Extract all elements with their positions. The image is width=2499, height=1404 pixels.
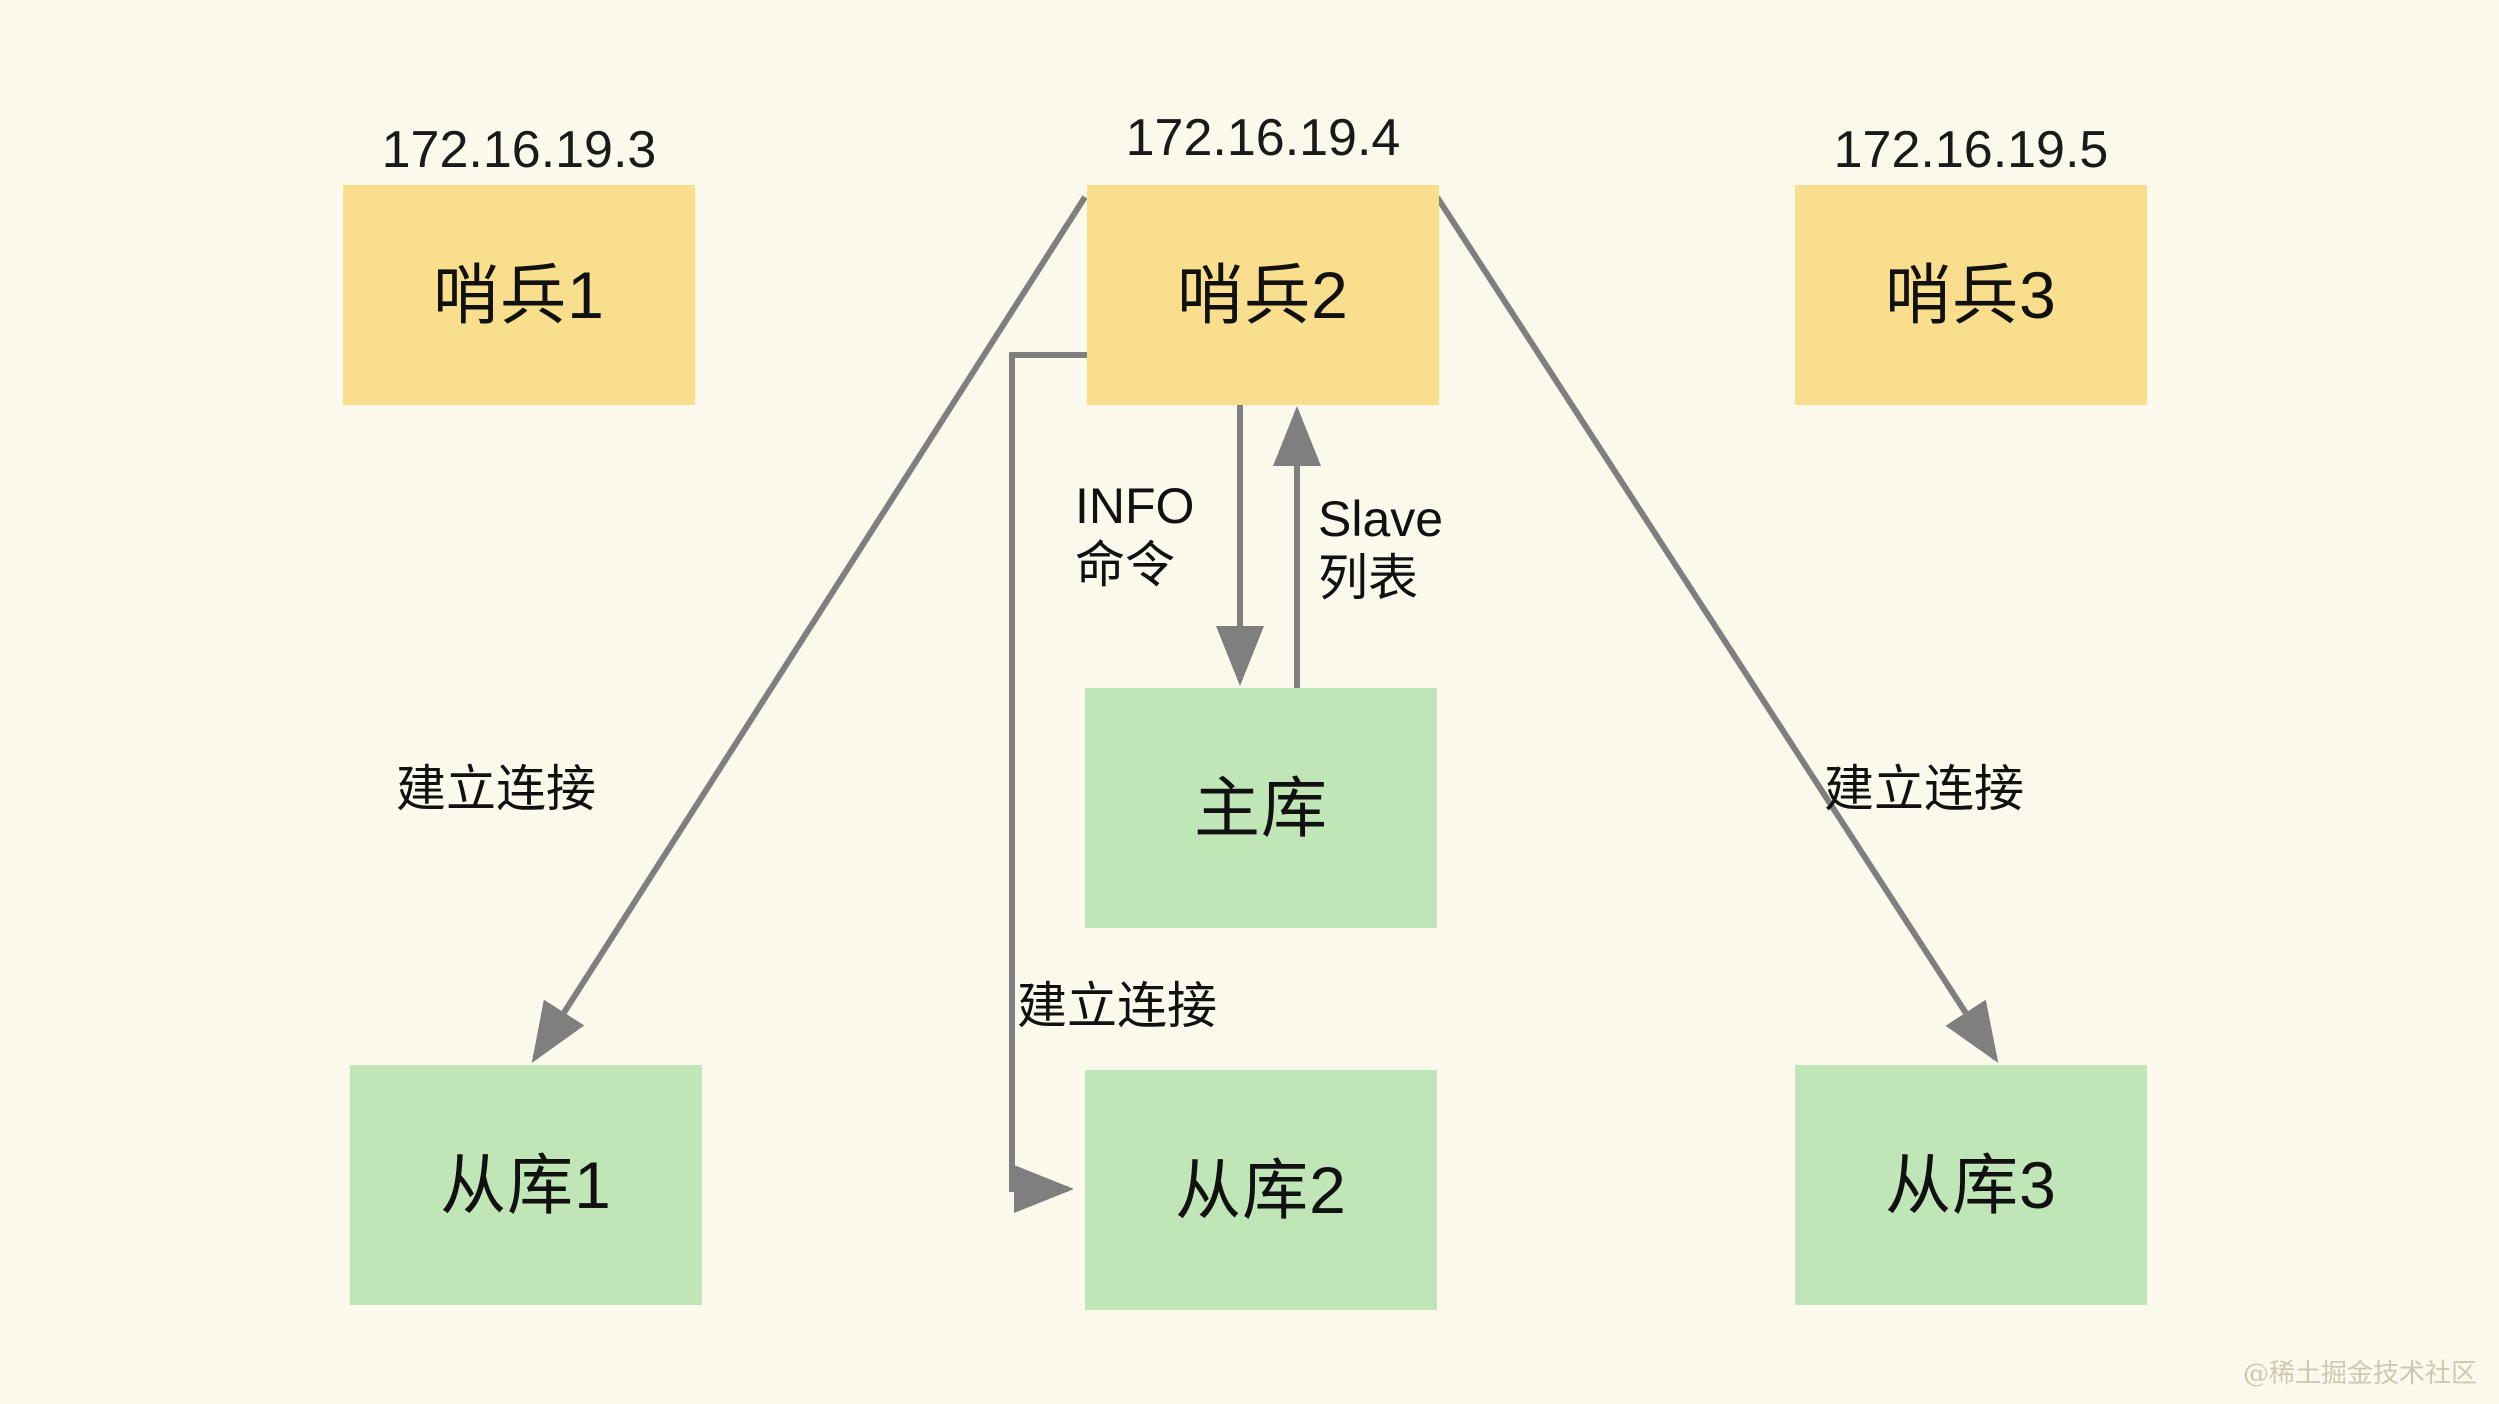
node-replica-2-label: 从库2 (1175, 1153, 1347, 1227)
edge-label-connect-middle: 建立连接 (1017, 978, 1217, 1034)
node-replica-2[interactable]: 从库2 (1085, 1070, 1437, 1310)
edge-label-connect-left: 建立连接 (396, 761, 596, 817)
node-replica-3[interactable]: 从库3 (1795, 1065, 2147, 1305)
watermark: @稀土掘金技术社区 (2242, 1359, 2477, 1389)
edge-label-connect-right: 建立连接 (1824, 761, 2024, 817)
node-master-label: 主库 (1194, 771, 1328, 845)
node-replica-1-label: 从库1 (440, 1148, 612, 1222)
ip-label-sentinel-2: 172.16.19.4 (1125, 109, 1401, 167)
node-master[interactable]: 主库 (1085, 688, 1437, 928)
node-replica-1[interactable]: 从库1 (350, 1065, 702, 1305)
node-sentinel-3[interactable]: 哨兵3 (1795, 185, 2147, 405)
node-sentinel-1[interactable]: 哨兵1 (343, 185, 695, 405)
node-sentinel-3-label: 哨兵3 (1885, 258, 2057, 332)
edge-label-slave-list: Slave 列表 (1318, 491, 1444, 606)
node-replica-3-label: 从库3 (1885, 1148, 2057, 1222)
node-sentinel-2[interactable]: 哨兵2 (1087, 185, 1439, 405)
node-sentinel-1-label: 哨兵1 (433, 258, 605, 332)
ip-label-sentinel-3: 172.16.19.5 (1833, 121, 2109, 179)
node-sentinel-2-label: 哨兵2 (1177, 258, 1349, 332)
ip-label-sentinel-1: 172.16.19.3 (381, 121, 657, 179)
edge-label-info-command: INFO 命令 (1075, 478, 1195, 593)
